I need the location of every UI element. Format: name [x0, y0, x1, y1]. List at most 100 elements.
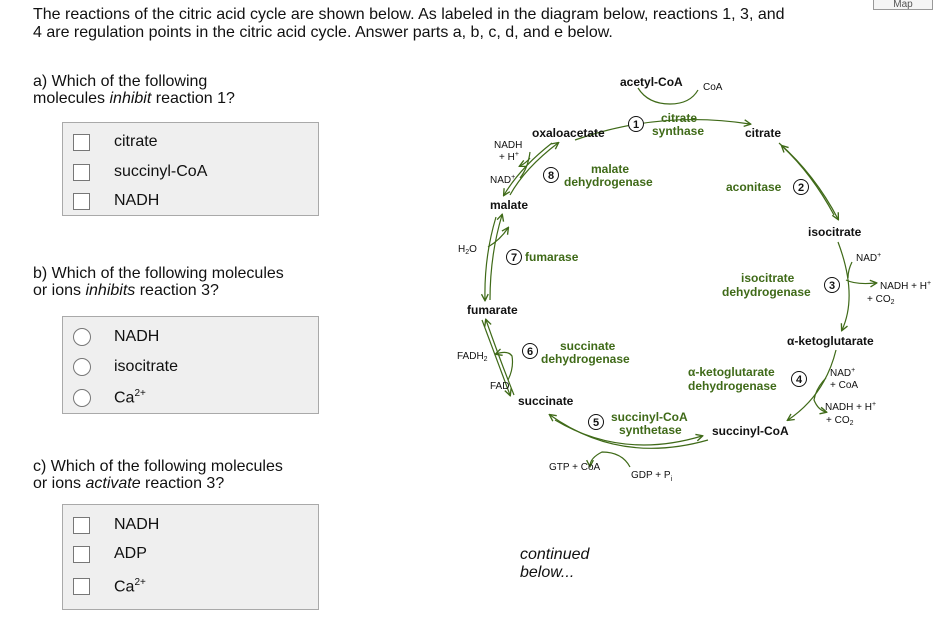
step-2-number: 2 [798, 182, 804, 194]
question-c-post: reaction 3? [140, 475, 225, 492]
cofactor-nad-step-8-text: NAD [490, 175, 511, 186]
question-a-emphasis: inhibit [109, 90, 152, 107]
cofactor-fadh2: FADH2 [457, 351, 488, 363]
cofactor-nad-step-3-text: NAD [856, 253, 877, 264]
intro-line-2: 4 are regulation points in the citric ac… [33, 24, 613, 41]
radio[interactable] [73, 328, 91, 346]
step-8-number: 8 [548, 170, 554, 182]
molecule-alpha-ketoglutarate: α-ketoglutarate [787, 334, 874, 348]
step-1-number: 1 [633, 119, 639, 131]
option-succinyl-coa[interactable]: succinyl-CoA [73, 163, 207, 181]
cofactor-fadh2-text: FADH [457, 351, 484, 362]
question-b-options: NADH isocitrate Ca2+ [62, 316, 319, 414]
cofactor-nadh-step-4-line-2: + CO2 [826, 415, 854, 427]
checkbox[interactable] [73, 133, 90, 151]
question-b-emphasis: inhibits [85, 282, 136, 299]
cofactor-nadh-step-3-line-1: NADH + H+ [880, 280, 931, 292]
cofactor-gdp: GDP + Pi [631, 470, 673, 483]
option-isocitrate[interactable]: isocitrate [73, 358, 178, 376]
continued-line-1: continued [520, 546, 590, 563]
checkbox[interactable] [73, 516, 90, 534]
radio[interactable] [73, 358, 91, 376]
arrow-step-2-reverse [782, 146, 835, 216]
option-calcium[interactable]: Ca2+ [73, 388, 146, 407]
enzyme-malate-dh-line-2: dehydrogenase [564, 175, 653, 189]
arrow-step-7-reverse [485, 216, 497, 300]
radio[interactable] [73, 388, 91, 407]
cofactor-nadh-step-4-text: NADH + H [825, 402, 872, 413]
option-label: ADP [114, 545, 147, 562]
enzyme-akg-dh-line-2: dehydrogenase [688, 379, 777, 393]
enzyme-citrate-synthase-line-2: synthase [652, 124, 704, 138]
enzyme-akg-dh-line-1: α-ketoglutarate [688, 365, 775, 379]
checkbox[interactable] [73, 578, 90, 596]
option-calcium[interactable]: Ca2+ [73, 577, 146, 596]
arrow-step-8-forward [509, 143, 558, 196]
cofactor-coa-top: CoA [703, 82, 723, 93]
cofactor-gdp-text: GDP + P [631, 470, 671, 481]
checkbox[interactable] [73, 545, 90, 563]
option-nadh[interactable]: NADH [73, 192, 159, 210]
subscript-i: i [671, 476, 673, 483]
superscript-plus: + [851, 367, 855, 374]
option-label: Ca2+ [114, 388, 146, 407]
cofactor-nadh-step-8-line-2: + H+ [499, 151, 519, 163]
checkbox[interactable] [73, 192, 90, 210]
molecule-fumarate: fumarate [467, 303, 518, 317]
cofactor-nadh-step-3-text: NADH + H [880, 281, 927, 292]
step-7-number: 7 [511, 252, 517, 264]
checkbox[interactable] [73, 163, 90, 181]
question-a-line-2: molecules inhibit reaction 1? [33, 90, 235, 107]
question-c-line-1: c) Which of the following molecules [33, 458, 283, 475]
intro-text: The reactions of the citric acid cycle a… [33, 6, 883, 42]
arrow-step-3 [837, 241, 850, 330]
question-a-prompt: a) Which of the following molecules inhi… [33, 73, 235, 107]
question-c-emphasis: activate [85, 475, 141, 492]
option-label: NADH [114, 516, 160, 533]
question-c-prompt: c) Which of the following molecules or i… [33, 458, 283, 492]
cofactor-h2o-tail: O [469, 244, 477, 255]
step-4-marker: 4 [791, 371, 807, 387]
arrow-step-7-forward [489, 215, 502, 301]
option-nadh[interactable]: NADH [73, 516, 159, 534]
arrow-step-4 [788, 349, 837, 420]
option-citrate[interactable]: citrate [73, 133, 158, 151]
molecule-citrate: citrate [745, 126, 781, 140]
cofactor-nadh-step-8-text: + H [499, 152, 515, 163]
question-a-post: reaction 1? [151, 90, 235, 107]
arrow-step-6-reverse [481, 319, 510, 395]
option-label: NADH [114, 328, 160, 345]
cofactor-nad-step-8: NAD+ [490, 174, 515, 186]
question-b-post: reaction 3? [135, 282, 219, 299]
cofactor-nadh-step-8-line-1: NADH [494, 140, 522, 151]
cofactor-h2o: H2O [458, 244, 477, 256]
subscript-two: 2 [484, 356, 488, 363]
cofactor-nad-step-4-text: NAD [830, 368, 851, 379]
question-c-pre: or ions [33, 475, 86, 492]
arrow-step-1 [574, 118, 750, 141]
continued-note: continued below... [520, 546, 589, 582]
step-1-marker: 1 [628, 116, 644, 132]
subscript-two: 2 [850, 420, 854, 427]
enzyme-succinate-dh-line-1: succinate [560, 339, 616, 353]
cofactor-fad: FAD [490, 381, 509, 392]
option-nadh[interactable]: NADH [73, 328, 159, 346]
molecule-succinyl-coa: succinyl-CoA [712, 424, 789, 438]
superscript-plus: + [511, 174, 515, 181]
molecule-acetyl-coa: acetyl-CoA [620, 75, 683, 89]
option-label: Ca2+ [114, 577, 146, 596]
step-4-number: 4 [796, 374, 803, 386]
question-b-line-2: or ions inhibits reaction 3? [33, 282, 284, 299]
option-label: citrate [114, 133, 158, 150]
arrow-h2o-in [487, 228, 508, 248]
step-5-number: 5 [593, 417, 599, 429]
arrow-nadh-out-8 [520, 157, 531, 166]
arrow-nadh-out-3 [845, 279, 876, 284]
cofactor-nad-step-4-line-2: + CoA [830, 380, 858, 391]
question-a-options: citrate succinyl-CoA NADH [62, 122, 319, 216]
arrow-nadh-out-4 [813, 377, 826, 412]
option-label-sup: 2+ [134, 388, 146, 399]
option-adp[interactable]: ADP [73, 545, 147, 563]
molecule-malate: malate [490, 198, 528, 212]
